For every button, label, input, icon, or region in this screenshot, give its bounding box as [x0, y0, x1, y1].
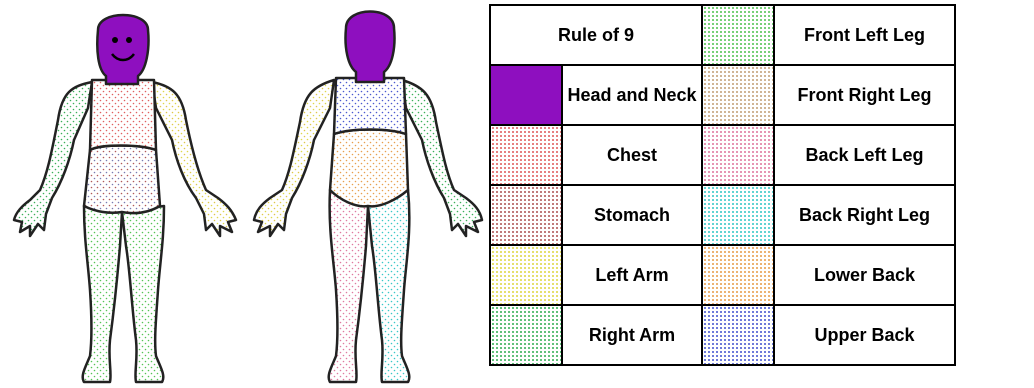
- back-right-arm: [402, 80, 482, 236]
- legend-row: Chest Back Left Leg: [490, 125, 955, 185]
- legend-row: Rule of 9 Front Left Leg: [490, 5, 955, 65]
- swatch-head-and-neck: [490, 65, 562, 125]
- swatch-lower-back: [702, 245, 774, 305]
- back-upper-back: [334, 78, 406, 134]
- swatch-chest: [490, 125, 562, 185]
- legend-title: Rule of 9: [490, 5, 702, 65]
- front-figure: [14, 15, 236, 382]
- swatch-back-right-leg: [702, 185, 774, 245]
- body-diagram: [0, 0, 488, 388]
- rule-of-nine-legend: Rule of 9 Front Left Leg Head and Neck F…: [489, 4, 956, 366]
- front-left-leg: [122, 206, 164, 382]
- back-lower-back: [330, 130, 408, 207]
- label-lower-back: Lower Back: [774, 245, 955, 305]
- swatch-back-left-leg: [702, 125, 774, 185]
- legend-row: Head and Neck Front Right Leg: [490, 65, 955, 125]
- swatch-front-left-leg: [702, 5, 774, 65]
- label-chest: Chest: [562, 125, 702, 185]
- front-stomach: [84, 146, 160, 214]
- back-left-arm: [254, 80, 334, 236]
- label-stomach: Stomach: [562, 185, 702, 245]
- legend-row: Right Arm Upper Back: [490, 305, 955, 365]
- swatch-right-arm: [490, 305, 562, 365]
- front-chest: [90, 80, 156, 150]
- label-head-and-neck: Head and Neck: [562, 65, 702, 125]
- label-right-arm: Right Arm: [562, 305, 702, 365]
- back-right-leg: [368, 190, 409, 382]
- front-head: [97, 15, 148, 84]
- label-upper-back: Upper Back: [774, 305, 955, 365]
- swatch-front-right-leg: [702, 65, 774, 125]
- label-left-arm: Left Arm: [562, 245, 702, 305]
- back-figure: [254, 12, 482, 383]
- back-left-leg: [329, 190, 368, 382]
- swatch-left-arm: [490, 245, 562, 305]
- front-right-leg: [83, 206, 122, 382]
- back-head: [345, 12, 394, 83]
- legend-row: Stomach Back Right Leg: [490, 185, 955, 245]
- swatch-upper-back: [702, 305, 774, 365]
- label-back-left-leg: Back Left Leg: [774, 125, 955, 185]
- swatch-stomach: [490, 185, 562, 245]
- label-back-right-leg: Back Right Leg: [774, 185, 955, 245]
- front-right-arm: [14, 82, 92, 236]
- legend-row: Left Arm Lower Back: [490, 245, 955, 305]
- label-front-right-leg: Front Right Leg: [774, 65, 955, 125]
- label-front-left-leg: Front Left Leg: [774, 5, 955, 65]
